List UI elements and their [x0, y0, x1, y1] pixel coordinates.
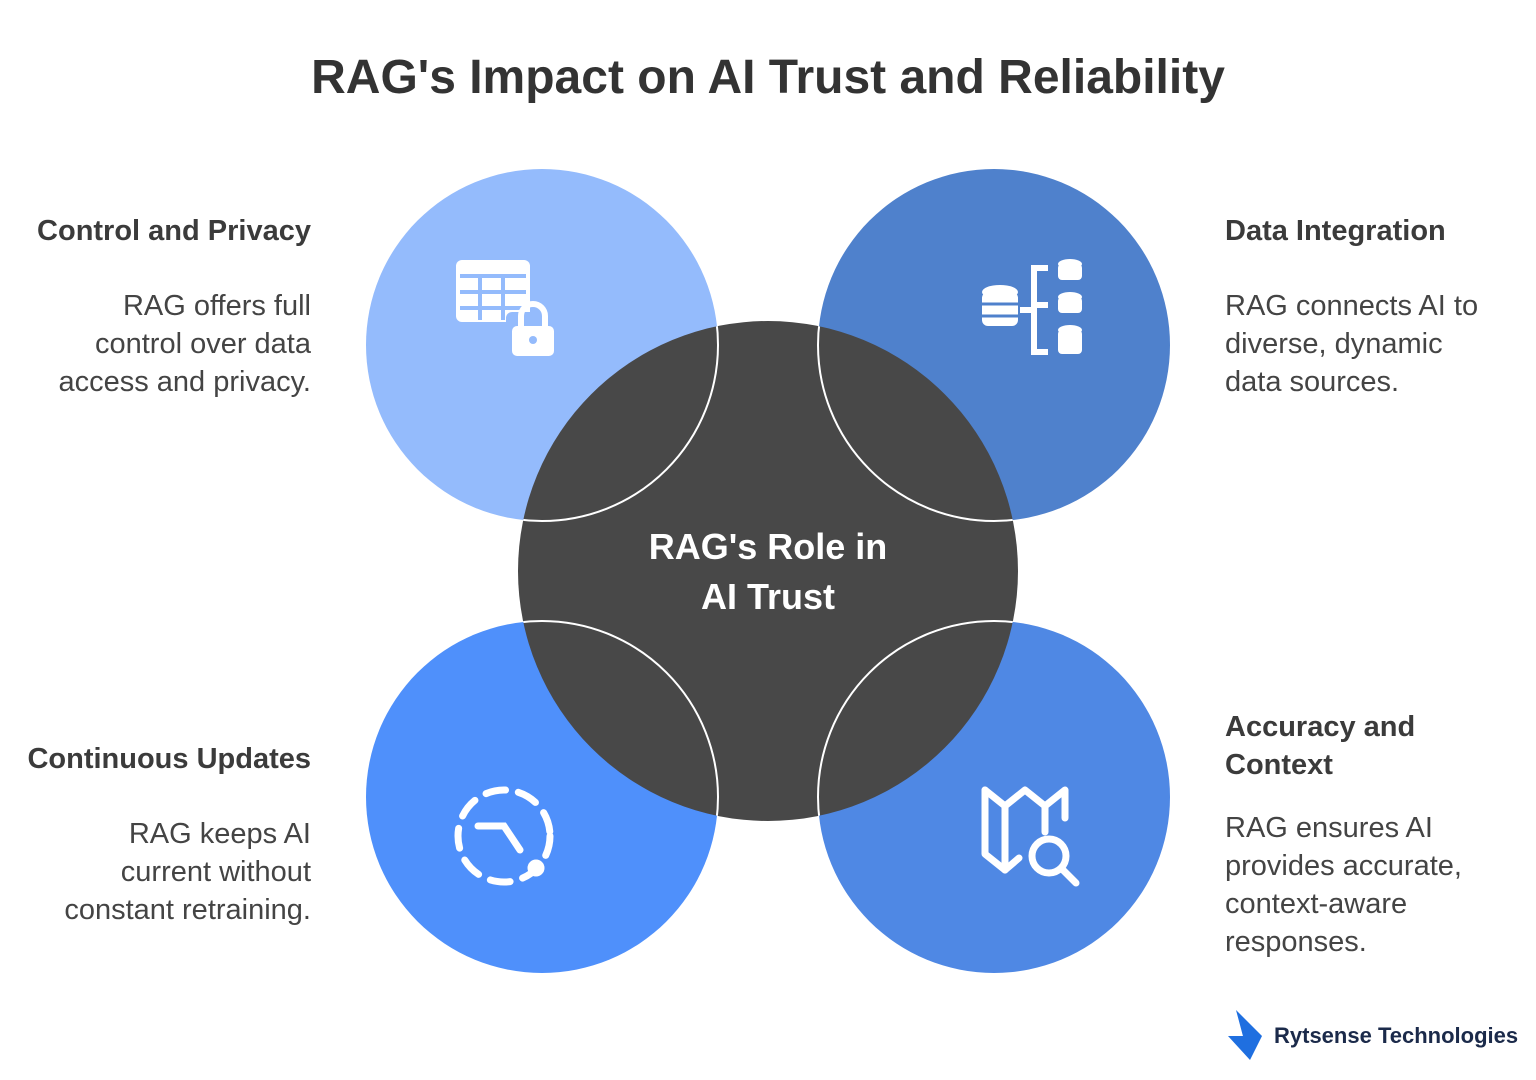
table-lock-icon	[456, 260, 562, 360]
heading-data-integration: Data Integration	[1225, 215, 1446, 247]
desc-line: context-aware	[1225, 888, 1408, 920]
brand: Rytsense Technologies	[1226, 1010, 1518, 1062]
desc-line: constant retraining.	[64, 894, 311, 926]
rytsense-logo-icon	[1228, 1010, 1262, 1060]
center-circle	[518, 321, 1018, 821]
desc-line: RAG offers full	[122, 290, 311, 322]
desc-data-integration: RAG connects AI to diverse, dynamic data…	[1225, 287, 1525, 401]
dashed-clock-icon	[454, 786, 554, 886]
desc-continuous-updates: RAG keeps AI current without constant re…	[0, 815, 311, 929]
database-network-icon	[982, 259, 1082, 355]
center-label-line: AI Trust	[700, 576, 835, 617]
desc-line: data sources.	[1225, 366, 1400, 398]
desc-control-privacy: RAG offers full control over data access…	[0, 287, 311, 401]
center-label: RAG's Role in AI Trust	[568, 522, 968, 622]
desc-line: control over data	[94, 328, 311, 360]
heading-control-privacy: Control and Privacy	[37, 215, 311, 247]
page-title: RAG's Impact on AI Trust and Reliability	[311, 51, 1225, 104]
desc-line: provides accurate,	[1225, 850, 1462, 882]
desc-line: RAG keeps AI	[128, 818, 311, 850]
heading-line: Accuracy and	[1225, 711, 1416, 743]
overlap-outlines	[518, 321, 1018, 821]
heading-continuous-updates: Continuous Updates	[27, 743, 311, 775]
desc-line: RAG connects AI to	[1225, 290, 1479, 322]
desc-accuracy-context: RAG ensures AI provides accurate, contex…	[1225, 809, 1525, 961]
map-search-icon	[981, 786, 1080, 887]
desc-line: current without	[120, 856, 311, 888]
desc-line: responses.	[1225, 926, 1367, 958]
heading-accuracy-context: Accuracy and Context	[1225, 708, 1525, 784]
heading-line: Context	[1225, 749, 1333, 781]
desc-line: RAG ensures AI	[1225, 812, 1433, 844]
brand-name: Rytsense Technologies	[1274, 1023, 1519, 1048]
center-label-line: RAG's Role in	[648, 526, 888, 567]
desc-line: diverse, dynamic	[1225, 328, 1443, 360]
desc-line: access and privacy.	[58, 366, 311, 398]
